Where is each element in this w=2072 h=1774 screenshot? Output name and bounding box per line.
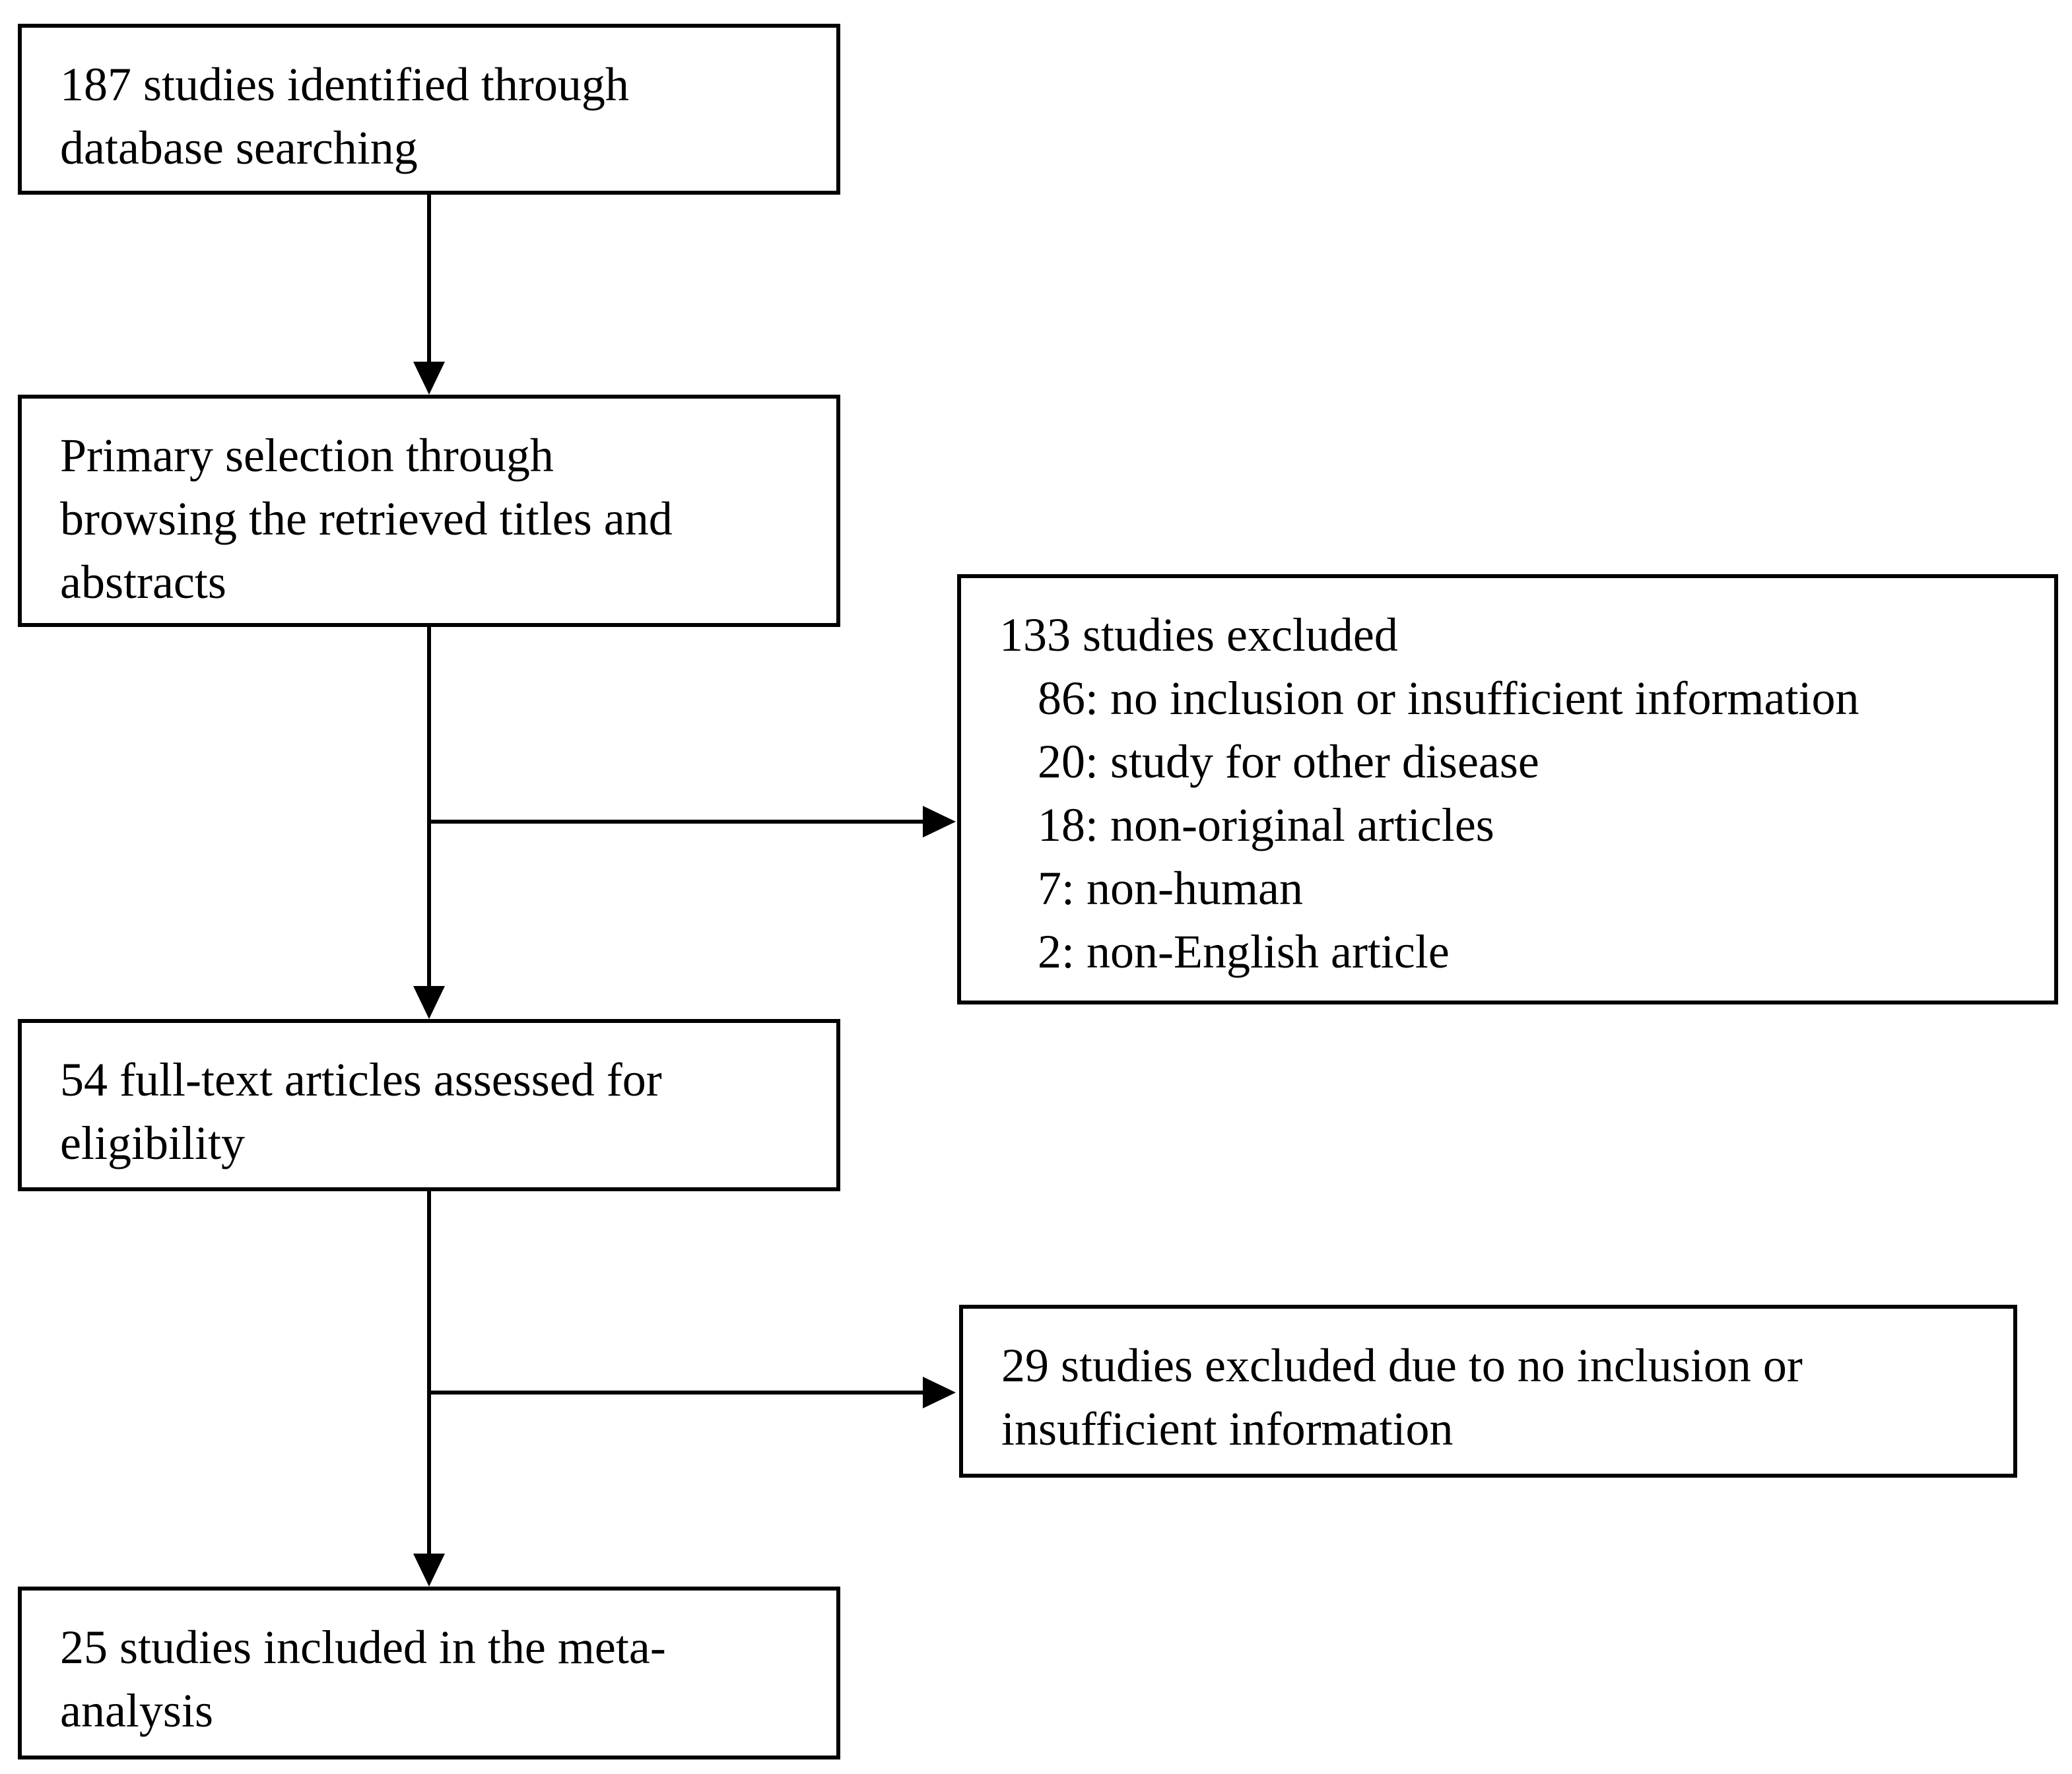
identified-line-1: 187 studies identified through bbox=[60, 58, 629, 111]
exclusion-reason: 2: non-English article bbox=[1038, 925, 1450, 978]
exclusion-reason: 86: no inclusion or insufficient informa… bbox=[1038, 672, 1859, 725]
exclusion-reason: 7: non-human bbox=[1038, 862, 1303, 915]
exclusion-reason: 20: study for other disease bbox=[1038, 735, 1539, 788]
eligibility-box: 54 full-text articles assessed for eligi… bbox=[18, 1019, 840, 1191]
identified-box: 187 studies identified through database … bbox=[18, 24, 840, 195]
excluded-eligibility-line-2: insufficient information bbox=[1001, 1402, 1454, 1455]
screening-line-2: browsing the retrieved titles and bbox=[60, 492, 673, 545]
excluded-eligibility-box: 29 studies excluded due to no inclusion … bbox=[959, 1305, 2017, 1478]
arrowhead-screening bbox=[413, 362, 445, 395]
eligibility-line-2: eligibility bbox=[60, 1117, 245, 1169]
arrowhead-excluded-eligibility bbox=[923, 1377, 956, 1408]
eligibility-line-1: 54 full-text articles assessed for bbox=[60, 1053, 662, 1106]
included-line-1: 25 studies included in the meta- bbox=[60, 1621, 666, 1674]
identified-line-2: database searching bbox=[60, 121, 418, 174]
excluded-eligibility-line-1: 29 studies excluded due to no inclusion … bbox=[1001, 1339, 1803, 1392]
arrowhead-excluded-screening bbox=[923, 806, 956, 838]
arrowhead-included bbox=[413, 1554, 445, 1587]
excluded-screening-heading: 133 studies excluded bbox=[999, 608, 1398, 661]
exclusion-reason: 18: non-original articles bbox=[1038, 799, 1494, 851]
included-box: 25 studies included in the meta- analysi… bbox=[18, 1587, 840, 1759]
excluded-screening-box: 133 studies excluded 86: no inclusion or… bbox=[957, 574, 2058, 1004]
included-line-2: analysis bbox=[60, 1684, 213, 1737]
screening-line-3: abstracts bbox=[60, 556, 226, 608]
screening-box: Primary selection through browsing the r… bbox=[18, 395, 840, 627]
screening-line-1: Primary selection through bbox=[60, 429, 554, 482]
arrowhead-eligibility bbox=[413, 986, 445, 1019]
